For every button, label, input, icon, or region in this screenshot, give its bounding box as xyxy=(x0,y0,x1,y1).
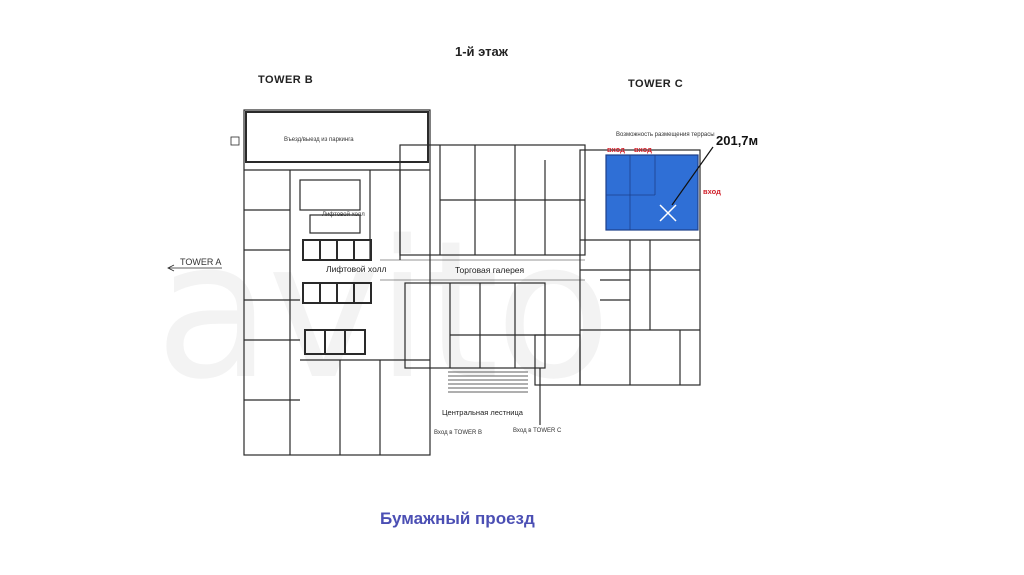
address-label: Бумажный проезд xyxy=(380,509,535,528)
gallery-label: Торговая галерея xyxy=(455,265,525,275)
terrace-note: Возможность размещения террасы xyxy=(616,132,715,138)
floor-title: 1-й этаж xyxy=(455,44,508,59)
lift-hall-small-label: Лифтовой холл xyxy=(322,212,365,218)
entrance-label: вход xyxy=(634,145,652,154)
tower-b-label: TOWER B xyxy=(258,74,314,86)
entrance-c-label: Вход в TOWER C xyxy=(513,428,562,434)
entrance-b-label: Вход в TOWER B xyxy=(434,430,482,436)
stairs-label: Центральная лестница xyxy=(442,408,523,417)
tower-c-label: TOWER C xyxy=(628,78,684,90)
entrance-label: вход xyxy=(703,187,721,196)
tower-a-label: TOWER A xyxy=(180,257,222,267)
lift-hall-label: Лифтовой холл xyxy=(326,264,387,274)
entrance-label: вход xyxy=(607,145,625,154)
area-label: 201,7м xyxy=(716,133,759,148)
highlighted-unit xyxy=(605,154,699,231)
parking-label: Въезд/выезд из паркинга xyxy=(284,137,354,143)
